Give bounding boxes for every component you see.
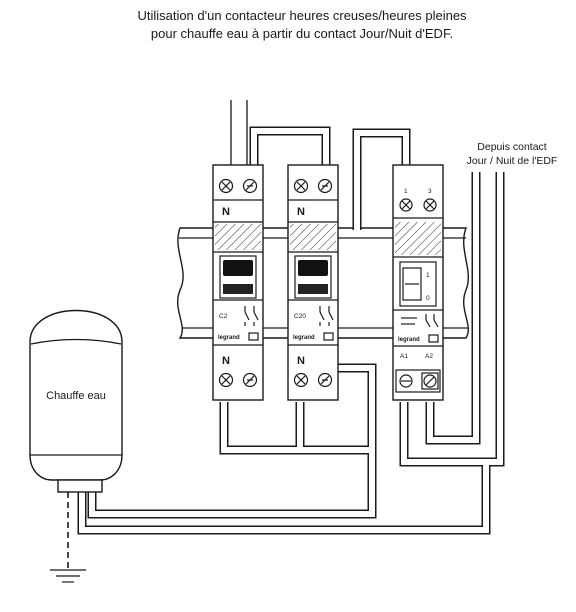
screw-icon (399, 374, 413, 388)
edf-label-line-2: Jour / Nuit de l'EDF (467, 155, 558, 167)
breaker-2: N C20 legrand N (287, 164, 339, 401)
toggle-handle (294, 255, 332, 299)
screw-icon (317, 178, 333, 194)
screw-icon (218, 372, 234, 388)
edf-label-line-1: Depuis contact (477, 141, 547, 153)
jumper-wire (254, 131, 326, 166)
coil-symbol-icon (401, 314, 439, 328)
hatch-cover (215, 224, 261, 250)
neutral-mark-bottom: N (297, 355, 305, 367)
water-heater: Chauffe eau (29, 309, 123, 493)
switch-symbol-icon (244, 306, 259, 326)
switch-off-label: 0 (426, 295, 430, 302)
screw-icon (242, 372, 258, 388)
heater-wire-1-core (92, 452, 372, 514)
ground-icon (50, 492, 86, 583)
screw-icon (421, 372, 439, 390)
title-line-1: Utilisation d'un contacteur heures creus… (137, 8, 467, 23)
screw-icon (242, 178, 258, 194)
screw-icon (399, 198, 413, 212)
terminal-3-label: 3 (428, 188, 432, 195)
screw-icon (317, 372, 333, 388)
breaker-rating: C2 (219, 313, 228, 320)
hatch-cover (290, 224, 336, 250)
heater-wire-2-core (82, 462, 486, 530)
neutral-mark-top: N (222, 206, 230, 218)
terminal-1-label: 1 (404, 188, 408, 195)
heater-connector (57, 479, 103, 493)
coil-a2-label: A2 (425, 353, 433, 360)
screw-icon (423, 198, 437, 212)
hatch-cover (395, 222, 441, 255)
neutral-mark-bottom: N (222, 355, 230, 367)
screw-icon (218, 178, 234, 194)
breaker-rating: C20 (294, 313, 306, 320)
contactor: 1 3 1 0 legrand A1 A2 (392, 164, 444, 401)
toggle-handle (219, 255, 257, 299)
heater-wire-2 (82, 462, 486, 530)
heater-wire-1 (92, 452, 372, 514)
switch-symbol-icon (319, 306, 334, 326)
coil-a1-label: A1 (400, 353, 408, 360)
brand-label: legrand (218, 335, 240, 341)
jumper-wire-core (254, 131, 326, 166)
switch-on-label: 1 (426, 272, 430, 279)
screw-icon (293, 178, 309, 194)
selector-window (399, 261, 437, 307)
heater-label: Chauffe eau (46, 390, 106, 402)
brand-label: legrand (398, 337, 420, 343)
breaker-1: N C2 legrand N (212, 164, 264, 401)
wires (82, 100, 500, 530)
brand-label: legrand (293, 335, 315, 341)
neutral-mark-top: N (297, 206, 305, 218)
screw-icon (293, 372, 309, 388)
title-line-2: pour chauffe eau à partir du contact Jou… (151, 26, 453, 41)
